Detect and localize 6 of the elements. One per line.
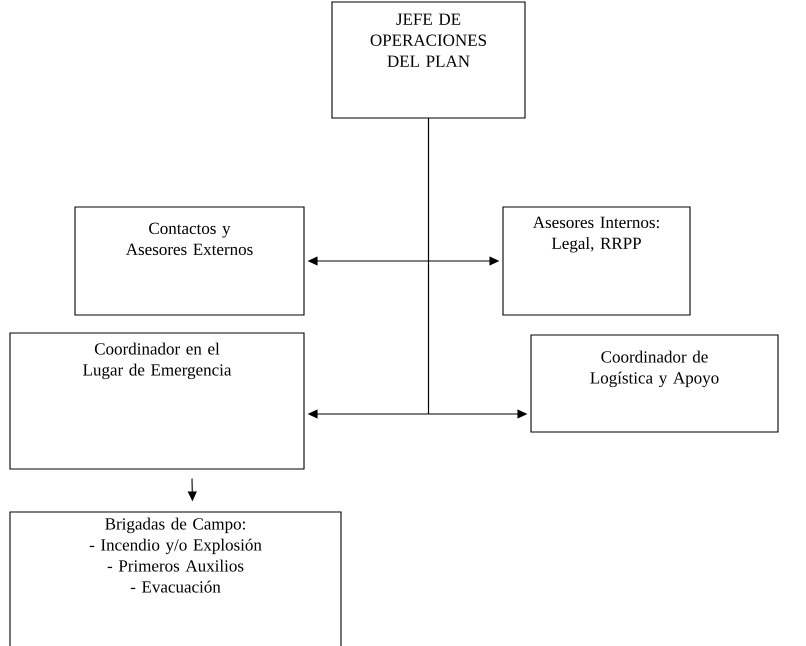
org-box: Coordinador en el Lugar de Emergencia — [9, 332, 305, 470]
org-box: Coordinador de Logística y Apoyo — [530, 334, 779, 433]
org-box: Brigadas de Campo: - Incendio y/o Explosión - Primeros Auxilios - Evacuación — [9, 511, 342, 646]
org-box: JEFE DE OPERACIONES DEL PLAN — [331, 1, 526, 119]
org-box: Contactos y Asesores Externos — [74, 206, 305, 316]
org-box: Asesores Internos: Legal, RRPP — [502, 206, 691, 316]
